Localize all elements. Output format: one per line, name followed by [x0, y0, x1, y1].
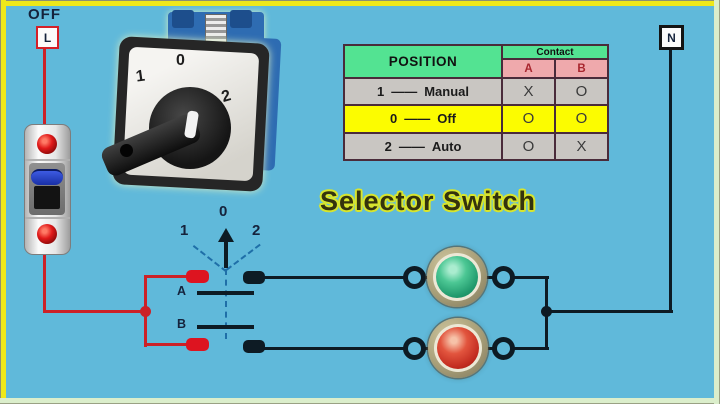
- contact-a-live-terminal: [186, 270, 209, 283]
- row-dash: ——: [398, 138, 425, 154]
- row-position-name: Manual: [424, 84, 470, 100]
- live-wire-horizontal: [43, 310, 147, 313]
- neutral-terminal-box: N: [659, 25, 684, 50]
- row-position-name: Auto: [431, 138, 462, 154]
- dashed-path-position-2: [226, 243, 261, 271]
- live-wire-mcb-down: [43, 240, 46, 313]
- table-row: 2 —— Auto O X: [345, 133, 607, 159]
- neutral-junction-dot: [541, 306, 552, 317]
- line-terminal-box: L: [36, 26, 59, 49]
- wire-junction-to-neutral: [545, 310, 673, 313]
- neutral-wire-vertical: [669, 45, 672, 313]
- frame-border-top: [0, 0, 720, 6]
- live-wire-to-contact-b: [144, 343, 189, 346]
- switch-position-0-label: 0: [176, 52, 185, 69]
- row-position-name: Off: [437, 111, 456, 127]
- row-position-number: 2: [384, 138, 392, 154]
- live-wire-l-to-mcb: [43, 44, 46, 136]
- frame-border-left: [0, 0, 6, 404]
- circuit-breaker: [24, 124, 71, 255]
- breaker-top-terminal: [37, 134, 57, 154]
- contact-column-b: B: [556, 60, 607, 77]
- row-position-number: 1: [376, 84, 385, 100]
- contact-b-state: O: [556, 106, 607, 132]
- position-arrow-shaft: [224, 240, 228, 268]
- contact-a-state: X: [503, 79, 554, 105]
- contact-b-load-terminal: [243, 340, 265, 353]
- breaker-seam: [25, 217, 70, 219]
- contact-a-label: A: [177, 284, 187, 298]
- contact-a-bar: [197, 291, 254, 295]
- schematic-position-0-label: 0: [219, 203, 228, 220]
- contact-b-bar: [197, 325, 254, 329]
- contact-b-state: O: [556, 79, 607, 105]
- contact-header-cell: Contact: [503, 46, 607, 58]
- contact-a-state: O: [503, 133, 554, 159]
- live-wire-junction-dot: [140, 306, 151, 317]
- breaker-bottom-terminal: [37, 224, 57, 244]
- row-dash: ——: [404, 111, 431, 127]
- table-header: POSITION Contact A B: [345, 46, 607, 77]
- position-arrow-icon: [218, 228, 234, 242]
- position-header-cell: POSITION: [345, 46, 501, 77]
- switch-terminal-block: [230, 10, 252, 28]
- row-position-number: 0: [389, 111, 398, 127]
- contact-a-state: O: [503, 106, 554, 132]
- green-lamp-left-terminal: [403, 266, 426, 289]
- contact-header-group: Contact A B: [503, 46, 607, 77]
- dashed-path-position-1: [192, 245, 228, 273]
- green-lamp-right-terminal: [492, 266, 515, 289]
- neutral-terminal-label: N: [667, 30, 676, 45]
- table-row: 1 —— Manual X O: [345, 79, 607, 105]
- red-indicator-lamp: [428, 318, 488, 378]
- contact-column-a: A: [503, 60, 554, 77]
- row-dash: ——: [391, 84, 418, 100]
- dashed-actuator-axis: [225, 269, 227, 339]
- switch-handle-hole: [120, 144, 133, 157]
- breaker-seam: [25, 159, 70, 161]
- contact-b-state: X: [556, 133, 607, 159]
- frame-border-right: [714, 0, 720, 404]
- contact-b-label: B: [177, 317, 187, 331]
- table-row-highlighted: 0 —— Off O O: [345, 106, 607, 132]
- contact-a-load-terminal: [243, 271, 265, 284]
- wire-contact-a-to-green-lamp: [255, 276, 549, 279]
- red-lamp-lens: [437, 327, 479, 369]
- red-lamp-left-terminal: [403, 337, 426, 360]
- contact-position-table: POSITION Contact A B 1 —— Manual X O 0 —…: [343, 44, 609, 161]
- breaker-toggle-handle: [31, 169, 63, 185]
- off-status-label: OFF: [28, 6, 61, 23]
- green-lamp-lens: [436, 256, 478, 298]
- wire-contact-b-to-red-lamp: [255, 347, 549, 350]
- breaker-toggle-base: [34, 186, 60, 209]
- green-indicator-lamp: [427, 247, 487, 307]
- live-wire-to-contact-a: [144, 275, 189, 278]
- switch-terminal-block: [172, 10, 194, 28]
- schematic-position-1-label: 1: [180, 222, 189, 239]
- frame-border-bottom: [0, 398, 720, 404]
- line-terminal-label: L: [43, 30, 52, 45]
- contact-b-live-terminal: [186, 338, 209, 351]
- red-lamp-right-terminal: [492, 337, 515, 360]
- rotary-switch-photo: 1 0 2: [99, 8, 290, 192]
- schematic-position-2-label: 2: [252, 222, 261, 239]
- page-title: Selector Switch: [319, 186, 537, 216]
